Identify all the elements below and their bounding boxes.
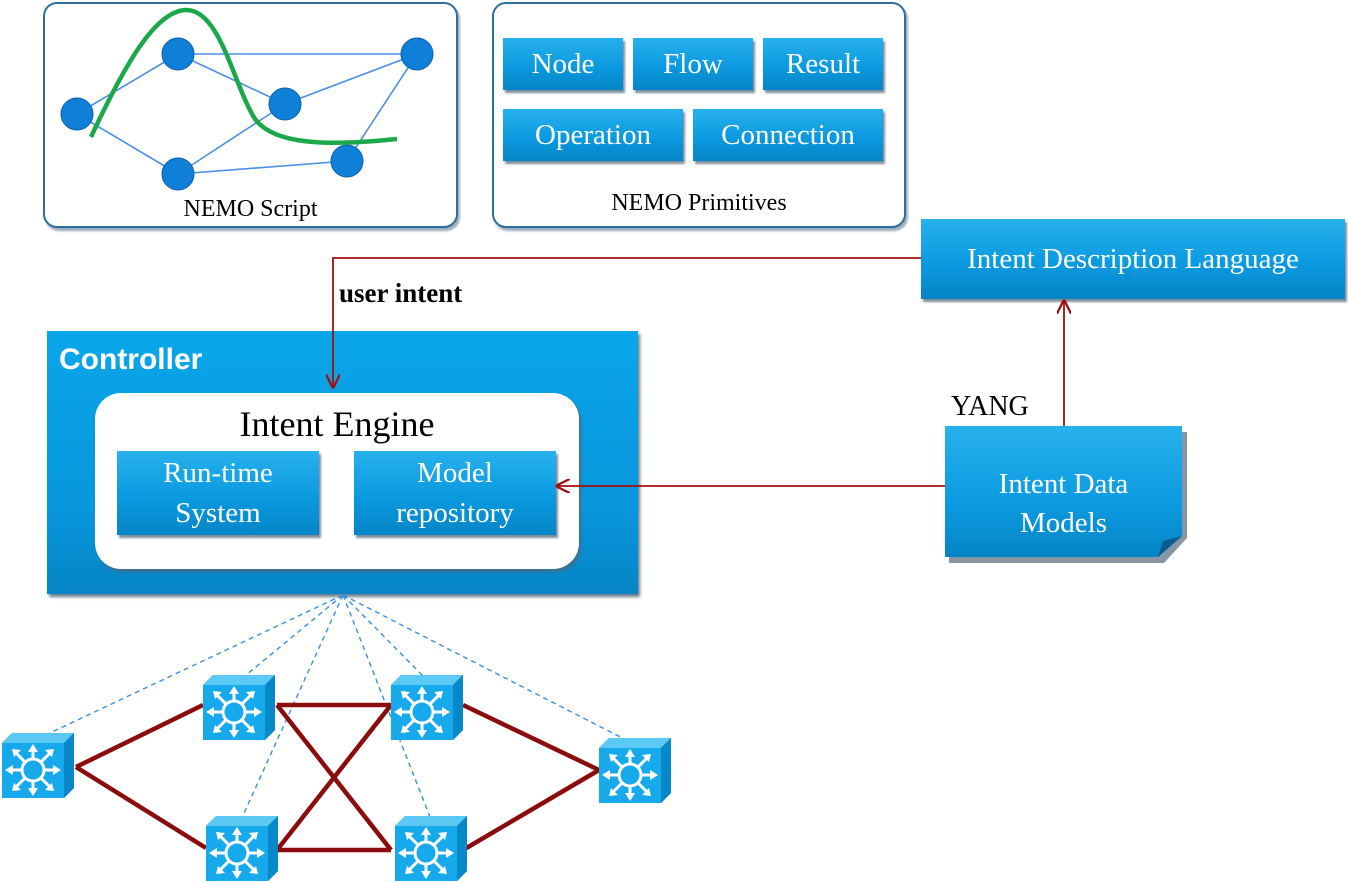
runtime-system-box: Run-time System — [117, 451, 319, 535]
intent-engine-box: Intent Engine Run-time System Model repo… — [95, 393, 579, 569]
data-links — [74, 702, 601, 853]
nemo-script-graph — [60, 7, 434, 191]
nemo-script-caption: NEMO Script — [183, 196, 318, 222]
runtime-system-line1: Run-time — [163, 457, 273, 489]
intent-data-models-text: Intent Data Models — [945, 465, 1182, 543]
controller-title: Controller — [59, 343, 203, 376]
primitive-operation: Operation — [503, 109, 683, 161]
graph-node-icon — [60, 37, 434, 191]
yang-label: YANG — [951, 391, 1029, 422]
intent-description-language-box: Intent Description Language — [921, 219, 1345, 299]
user-intent-label: user intent — [339, 278, 463, 308]
controller-box: Controller Intent Engine Run-time System… — [47, 331, 638, 594]
network-switch-icon — [201, 673, 277, 742]
nemo-primitives-panel: Node Flow Result Operation Connection NE… — [492, 2, 906, 228]
intent-curve — [88, 7, 398, 146]
network-switch-icon — [204, 814, 280, 882]
model-repository-line1: Model — [417, 457, 493, 489]
primitive-node: Node — [503, 38, 623, 90]
primitive-connection: Connection — [693, 109, 883, 161]
primitive-result: Result — [763, 38, 883, 90]
intent-description-language-label: Intent Description Language — [967, 242, 1299, 275]
nemo-script-panel: NEMO Script — [43, 2, 458, 228]
primitive-flow: Flow — [633, 38, 753, 90]
network-switch-icon — [393, 814, 469, 882]
model-repository-box: Model repository — [354, 451, 556, 535]
runtime-system-line2: System — [175, 497, 261, 529]
intent-data-models-line1: Intent Data — [998, 468, 1129, 500]
intent-data-models-line2: Models — [1020, 507, 1107, 539]
network-switch-icon — [0, 731, 76, 800]
nemo-primitives-caption: NEMO Primitives — [611, 190, 787, 216]
dashed-management-links — [34, 594, 637, 823]
network-switch-icon — [389, 673, 465, 742]
intent-engine-title: Intent Engine — [239, 404, 435, 444]
model-repository-line2: repository — [396, 497, 514, 529]
network-switch-icon — [597, 736, 673, 805]
